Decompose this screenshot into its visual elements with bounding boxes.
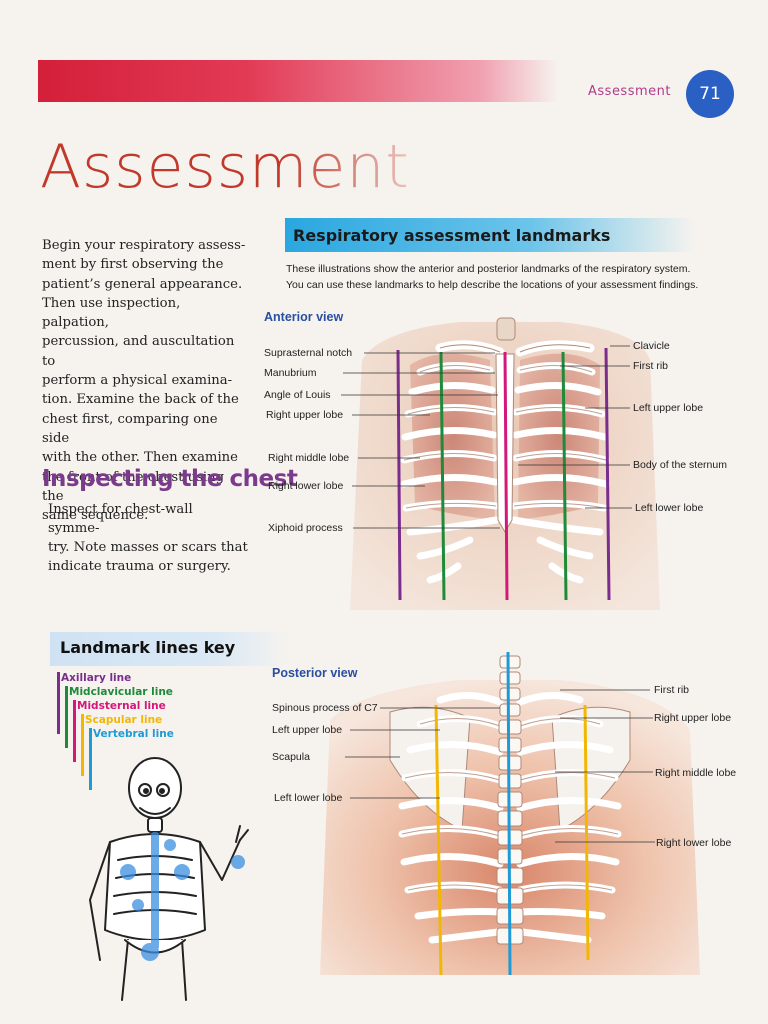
landmarks-intro-line: You can use these landmarks to help desc… <box>286 278 746 294</box>
inspecting-line: indicate trauma or surgery. <box>48 557 248 576</box>
label-scapula: Scapula <box>272 751 310 763</box>
inspecting-heading: Inspecting the chest <box>42 466 297 492</box>
label-manubrium: Manubrium <box>264 367 317 379</box>
label-left-lower-lobe: Left lower lobe <box>635 502 703 514</box>
label-right-middle-lobe: Right middle lobe <box>268 452 349 464</box>
intro-line: with the other. Then examine <box>42 448 247 467</box>
page-title: Assessment <box>40 132 410 202</box>
label-left-upper-lobe-posterior: Left upper lobe <box>272 724 342 736</box>
page-number-badge: 71 <box>686 70 734 118</box>
intro-line: Begin your respiratory assess- <box>42 236 247 255</box>
anterior-view-title: Anterior view <box>264 310 343 324</box>
key-item-scapular: Scapular line <box>85 714 162 726</box>
label-xiphoid-process: Xiphoid process <box>268 522 343 534</box>
inspecting-line: try. Note masses or scars that <box>48 538 248 557</box>
label-first-rib-posterior: First rib <box>654 684 689 696</box>
midsternal-swatch <box>73 700 76 762</box>
landmarks-intro: These illustrations show the anterior an… <box>286 262 746 293</box>
label-first-rib: First rib <box>633 360 668 372</box>
intro-line: percussion, and auscultation to <box>42 332 247 371</box>
label-left-upper-lobe: Left upper lobe <box>633 402 703 414</box>
landmarks-heading: Respiratory assessment landmarks <box>285 218 695 252</box>
page-number: 71 <box>699 84 721 104</box>
label-body-of-sternum: Body of the sternum <box>633 459 727 471</box>
page-title-text: Assessment <box>40 132 410 202</box>
label-right-middle-lobe-posterior: Right middle lobe <box>655 767 736 779</box>
axillary-swatch <box>57 672 60 734</box>
key-item-midclavicular: Midclavicular line <box>69 686 173 698</box>
intro-line: chest first, comparing one side <box>42 410 247 449</box>
label-right-upper-lobe-posterior: Right upper lobe <box>654 712 731 724</box>
label-right-upper-lobe: Right upper lobe <box>266 409 343 421</box>
key-legend: Axillary line Midclavicular line Midster… <box>54 668 254 798</box>
key-item-axillary: Axillary line <box>61 672 131 684</box>
inspecting-paragraph: Inspect for chest-wall symme- try. Note … <box>48 500 248 576</box>
key-heading: Landmark lines key <box>50 632 290 666</box>
vertebral-swatch <box>89 728 92 790</box>
label-right-lower-lobe-posterior: Right lower lobe <box>656 837 731 849</box>
midclavicular-swatch <box>65 686 68 748</box>
inspecting-line: Inspect for chest-wall symme- <box>48 500 248 538</box>
label-left-lower-lobe-posterior: Left lower lobe <box>274 792 342 804</box>
label-right-lower-lobe: Right lower lobe <box>268 480 343 492</box>
intro-line: patient’s general appearance. <box>42 275 247 294</box>
header-color-band <box>38 60 558 102</box>
key-item-vertebral: Vertebral line <box>93 728 174 740</box>
intro-line: perform a physical examina- <box>42 371 247 390</box>
intro-line: ment by first observing the <box>42 255 247 274</box>
key-item-midsternal: Midsternal line <box>77 700 166 712</box>
posterior-view-title: Posterior view <box>272 666 357 680</box>
label-angle-of-louis: Angle of Louis <box>264 389 331 401</box>
label-clavicle: Clavicle <box>633 340 670 352</box>
scapular-swatch <box>81 714 84 776</box>
landmarks-intro-line: These illustrations show the anterior an… <box>286 262 746 278</box>
intro-line: tion. Examine the back of the <box>42 390 247 409</box>
label-spinous-process-c7: Spinous process of C7 <box>272 702 378 714</box>
intro-line: Then use inspection, palpation, <box>42 294 247 333</box>
label-suprasternal-notch: Suprasternal notch <box>264 347 352 359</box>
running-head: Assessment <box>588 84 671 99</box>
